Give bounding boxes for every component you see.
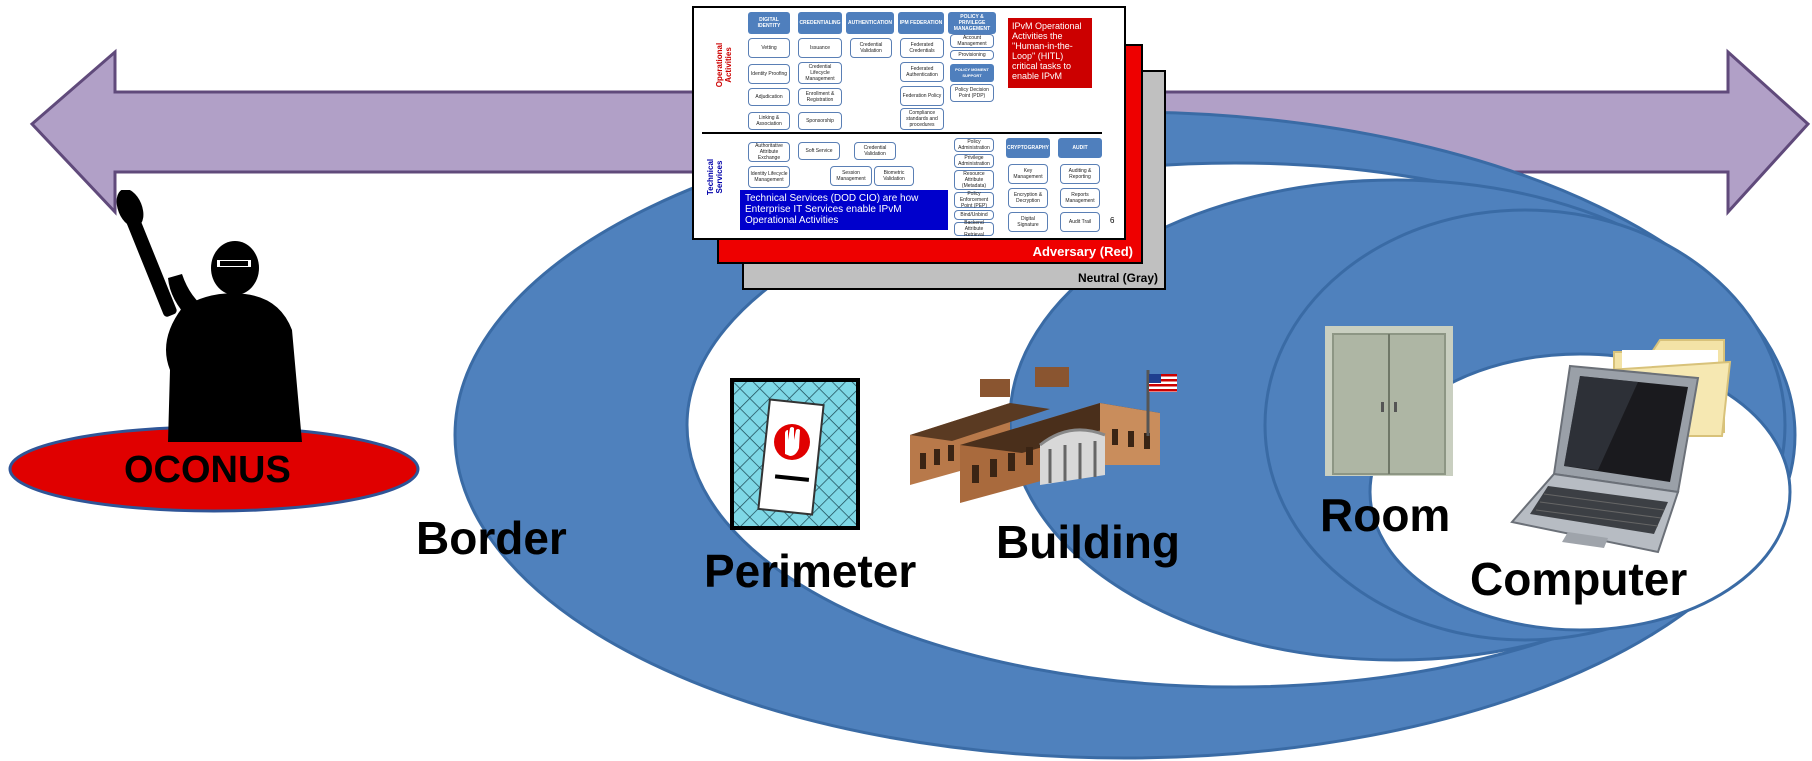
- box-backend: Backend Attribute Retrieval: [954, 220, 994, 238]
- box-fed-auth: Federated Authentication: [900, 62, 944, 82]
- stop-hand-sign-icon: [730, 378, 860, 530]
- box-bindings: Bind/Unbind: [954, 210, 994, 220]
- box-issuance: Issuance: [798, 38, 842, 58]
- box-adjudication: Adjudication: [748, 88, 790, 106]
- box-privilege-admin: Privilege Administration: [954, 154, 994, 168]
- box-account-mgmt: Account Management: [950, 34, 994, 48]
- technical-label: Technical Services: [706, 158, 724, 196]
- us-flag-icon: [1146, 370, 1177, 436]
- box-compliance: Compliance standards and procedures: [900, 108, 944, 130]
- box-reports-mgmt: Reports Management: [1060, 188, 1100, 208]
- border-label: Border: [416, 512, 567, 564]
- room-label: Room: [1320, 489, 1451, 541]
- box-biometric-validation: Biometric Validation: [874, 166, 914, 186]
- box-cred-validation-2: Credential Validation: [854, 142, 896, 160]
- box-fed-credentials: Federated Credentials: [900, 38, 944, 58]
- box-key-mgmt: Key Management: [1008, 164, 1048, 184]
- box-cred-validation: Credential Validation: [850, 38, 892, 58]
- box-identity-proofing: Identity Proofing: [748, 64, 790, 84]
- box-identity-lifecycle: Identity Lifecycle Management: [748, 166, 790, 188]
- hdr-ipm-federation: IPM FEDERATION: [898, 12, 944, 34]
- computer-label: Computer: [1470, 553, 1688, 605]
- box-enrollment: Enrollment & Registration: [798, 88, 842, 106]
- hdr-policy-privilege: POLICY & PRIVILEGE MANAGEMENT: [948, 12, 996, 34]
- slide-friendly: Operational Activities Technical Service…: [692, 6, 1126, 240]
- box-cred-lifecycle: Credential Lifecycle Management: [798, 62, 842, 84]
- hdr-cryptography: CRYPTOGRAPHY: [1006, 138, 1050, 158]
- building-icon: [910, 367, 1160, 503]
- box-digital-signature: Digital Signature: [1008, 212, 1048, 232]
- box-session-mgmt: Session Management: [830, 166, 872, 186]
- box-provisioning: Provisioning: [950, 50, 994, 60]
- box-encryption: Encryption & Decryption: [1008, 188, 1048, 208]
- blue-callout: Technical Services (DOD CIO) are how Ent…: [740, 190, 948, 230]
- page-number: 6: [1110, 216, 1115, 225]
- hdr-audit: AUDIT: [1058, 138, 1102, 158]
- neutral-caption: Neutral (Gray): [1077, 271, 1158, 285]
- box-auth-attr-exchange: Authoritative Attribute Exchange: [748, 142, 790, 162]
- adversary-caption: Adversary (Red): [1032, 244, 1133, 259]
- operational-label: Operational Activities: [715, 42, 733, 88]
- perimeter-label: Perimeter: [704, 545, 917, 597]
- box-sponsorship: Sponsorship: [798, 112, 842, 130]
- box-soft-service: Soft Service: [798, 142, 840, 160]
- hdr-credentialing: CREDENTIALING: [798, 12, 842, 34]
- box-vetting: Vetting: [748, 38, 790, 58]
- building-label: Building: [996, 516, 1180, 568]
- oconus-label: OCONUS: [124, 449, 291, 491]
- box-audit-trail: Audit Trail: [1060, 212, 1100, 232]
- box-metadata: Resource Attribute (Metadata): [954, 170, 994, 190]
- hdr-authentication: AUTHENTICATION: [846, 12, 894, 34]
- box-policy-admin: Policy Administration: [954, 138, 994, 152]
- box-policy-enforcement: Policy Enforcement Point (PEP): [954, 191, 994, 209]
- box-policy-decision: Policy Decision Point (PDP): [950, 84, 994, 102]
- section-divider: [702, 132, 1102, 134]
- red-callout: IPvM Operational Activities the "Human-i…: [1008, 18, 1092, 88]
- hdr-policy-mgmt-support: POLICY MGMENT SUPPORT: [950, 64, 994, 82]
- box-linking: Linking & Association: [748, 112, 790, 130]
- double-door-icon: [1325, 326, 1453, 476]
- box-fed-policy: Federation Policy: [900, 86, 944, 106]
- soldier-silhouette-icon: [116, 190, 302, 442]
- hdr-digital-identity: DIGITAL IDENTITY: [748, 12, 790, 34]
- laptop-icon: [1510, 364, 1700, 554]
- box-auditing-reporting: Auditing & Reporting: [1060, 164, 1100, 184]
